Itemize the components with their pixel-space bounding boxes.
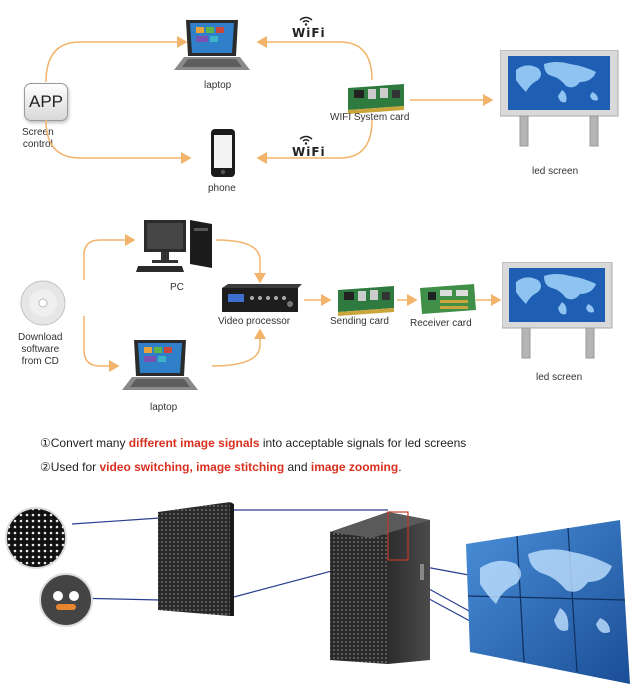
note1-prefix: ①Convert many [40, 436, 129, 450]
pc-icon [136, 220, 212, 272]
receiver-card-icon [420, 284, 476, 314]
cd-icon [20, 280, 66, 326]
note2-highlight-3: image zooming [310, 460, 399, 474]
app-icon: APP [24, 83, 68, 121]
note1-suffix: into acceptable signals for led screens [259, 436, 467, 450]
led-screen-icon [500, 50, 619, 147]
note2-prefix: ②Used for [40, 460, 100, 474]
laptop-label-middle: laptop [150, 402, 178, 413]
video-processor-icon [222, 284, 302, 312]
wifi-signal-icon [299, 16, 313, 26]
laptop-icon [174, 20, 250, 70]
phone-label: phone [208, 183, 236, 194]
phone-icon [211, 129, 235, 177]
wifi-system-card-icon [348, 84, 404, 114]
note1-highlight: different image signals [128, 436, 260, 450]
note2-suffix: . [398, 460, 402, 474]
laptop-label-top: laptop [204, 80, 232, 91]
note-line-1: ①Convert many different image signals in… [40, 436, 466, 450]
wifi-signal-icon [299, 135, 313, 145]
sending-card-icon [338, 286, 394, 316]
screen-control-label: Screen control [22, 127, 54, 150]
sending-card-label: Sending card [330, 316, 389, 327]
video-processor-label: Video processor [218, 316, 291, 327]
led-module-illustration [5, 502, 630, 684]
led-screen-label-middle: led screen [536, 372, 583, 383]
download-software-label: Download software from CD [18, 332, 63, 367]
led-screen-label-top: led screen [532, 166, 579, 177]
receiver-card-label: Receiver card [410, 318, 472, 329]
wifi-system-card-label: WIFI System card [330, 112, 410, 123]
note2-highlight-2: image stitching [196, 460, 285, 474]
wifi-label-bottom: WiFi [292, 145, 326, 159]
pc-label: PC [170, 282, 184, 293]
note2-sep-2: and [284, 460, 311, 474]
led-screen-icon [502, 262, 613, 359]
note2-highlight-1: video switching, [99, 460, 193, 474]
wifi-label-top: WiFi [292, 26, 326, 40]
note-line-2: ②Used for video switching, image stitchi… [40, 460, 402, 474]
laptop-icon [122, 340, 198, 390]
